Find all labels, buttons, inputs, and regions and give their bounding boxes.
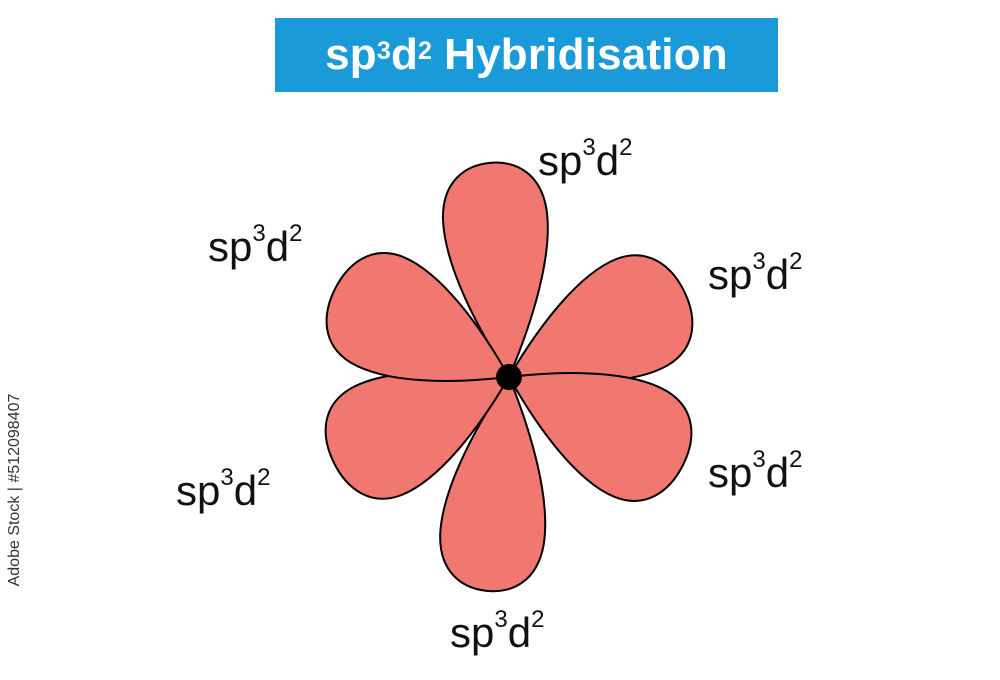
lobe-lower-right <box>507 372 693 502</box>
title-d: d <box>390 30 419 79</box>
label-bottom: sp3d2 <box>450 606 545 656</box>
label-upper-left: sp3d2 <box>208 220 303 270</box>
label-lower-right: sp3d2 <box>708 446 803 496</box>
stock-id-text: Adobe Stock | #512098407 <box>6 393 23 587</box>
center-atom <box>496 364 522 390</box>
title-text: Hybridisation <box>444 30 728 79</box>
label-upper-right: sp3d2 <box>708 248 803 298</box>
lobe-top <box>441 161 549 380</box>
title-prefix: sp <box>325 30 377 79</box>
label-lower-left: sp3d2 <box>176 464 271 514</box>
lobe-group <box>324 161 694 593</box>
label-top: sp3d2 <box>538 134 633 184</box>
lobe-bottom <box>439 374 547 593</box>
lobe-upper-left <box>325 252 511 382</box>
